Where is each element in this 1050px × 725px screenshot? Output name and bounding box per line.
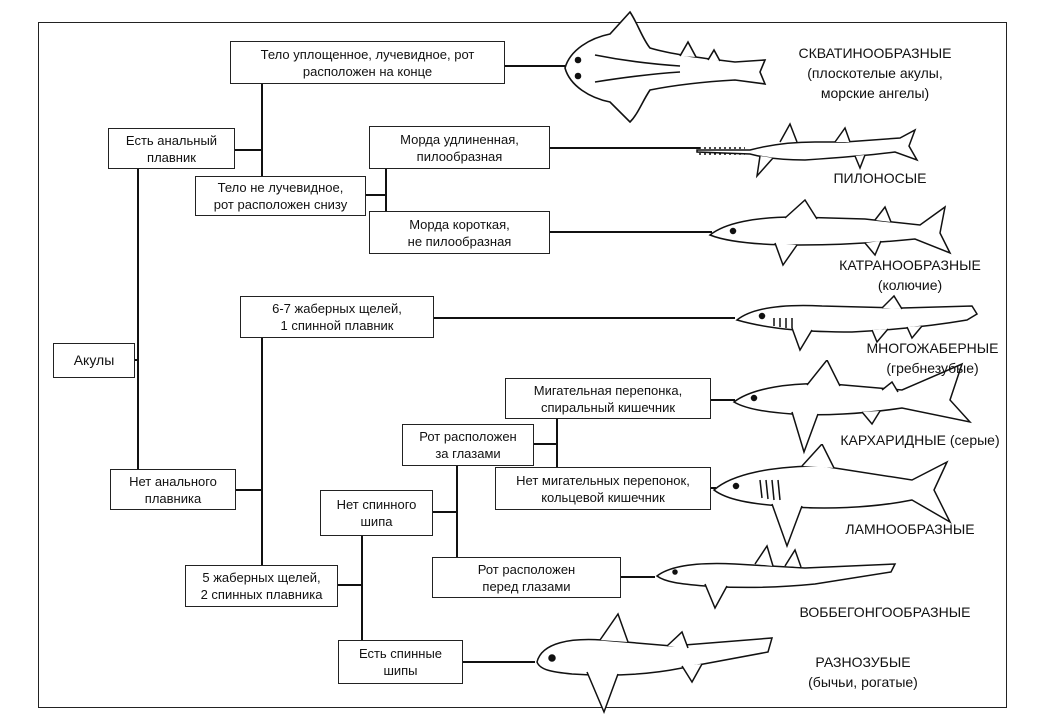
horn-shark-illustration — [536, 612, 774, 715]
no-spine-node: Нет спинного шипа — [320, 490, 433, 536]
angel-shark-illustration — [564, 10, 767, 124]
cow-shark-illustration — [735, 294, 979, 352]
lamniformes-label: ЛАМНООБРАЗНЫЕ — [845, 521, 975, 537]
orectolobiformes-label: ВОББЕГОНГООБРАЗНЫЕ — [799, 604, 971, 620]
mackerel-shark-illustration — [712, 444, 952, 549]
sawshark-illustration — [696, 122, 919, 179]
gills-6-7-node: 6-7 жаберных щелей, 1 спинной плавник — [240, 296, 434, 338]
squaliformes-label: КАТРАНООБРАЗНЫЕ (колючие) — [839, 257, 981, 293]
nictitating-node: Мигательная перепонка, спиральный кишечн… — [505, 378, 711, 419]
anal-fin-absent-node: Нет анального плавника — [110, 469, 236, 510]
pristiophoriformes-label: ПИЛОНОСЫЕ — [833, 170, 927, 186]
root-node: Акулы — [53, 343, 135, 378]
carcharhiniformes-label: КАРХАРИДНЫЕ (серые) — [840, 432, 1000, 448]
no-nictitating-node: Нет мигательных перепонок, кольцевой киш… — [495, 467, 711, 510]
non-flat-body-node: Тело не лучевидное, рот расположен снизу — [195, 176, 366, 216]
requiem-shark-illustration — [732, 360, 972, 455]
spines-node: Есть спинные шипы — [338, 640, 463, 684]
mouth-behind-eyes-node: Рот расположен за глазами — [402, 424, 534, 466]
gills-5-node: 5 жаберных щелей, 2 спинных плавника — [185, 565, 338, 607]
wobbegong-illustration — [655, 544, 897, 610]
heterodontiformes-label: РАЗНОЗУБЫЕ (бычьи, рогатые) — [808, 654, 918, 690]
mouth-front-eyes-node: Рот расположен перед глазами — [432, 557, 621, 598]
squatiniformes-label: СКВАТИНООБРАЗНЫЕ (плоскотелые акулы, мор… — [798, 45, 952, 101]
diagram-frame — [38, 22, 1007, 708]
long-snout-node: Морда удлиненная, пилообразная — [369, 126, 550, 169]
dogfish-illustration — [708, 198, 952, 267]
short-snout-node: Морда короткая, не пилообразная — [369, 211, 550, 254]
flat-body-node: Тело уплощенное, лучевидное, рот располо… — [230, 41, 505, 84]
hexanchiformes-label: МНОГОЖАБЕРНЫЕ (гребнезубые) — [866, 340, 999, 376]
anal-fin-present-node: Есть анальный плавник — [108, 128, 235, 169]
